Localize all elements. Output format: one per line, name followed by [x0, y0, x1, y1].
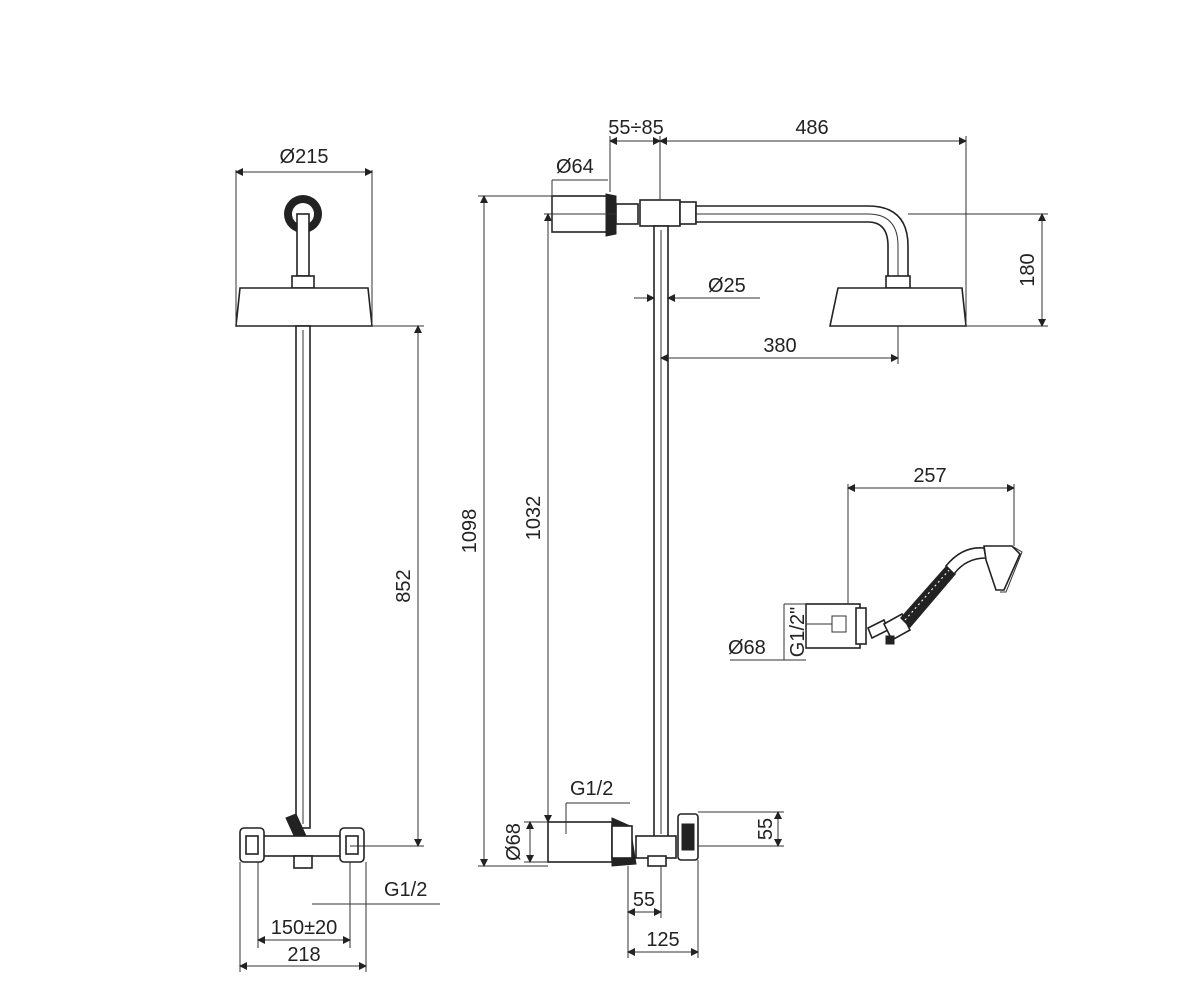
- dim-front-center-distance: 150±20: [271, 917, 338, 939]
- hand-shower-handle: [900, 566, 956, 628]
- dim-side-flange-diameter: Ø64: [556, 156, 594, 178]
- hand-wall-outlet: [805, 603, 861, 649]
- front-shower-head: [235, 287, 373, 327]
- dim-hand-flange-diameter: Ø68: [728, 637, 766, 659]
- hand-shower-head: [983, 545, 1021, 591]
- dim-side-mixer-depth: 55: [755, 818, 777, 840]
- dim-front-total-width: 218: [287, 944, 320, 966]
- dim-side-head-drop: 180: [1017, 253, 1039, 286]
- dim-front-rail-height: 852: [393, 569, 415, 602]
- side-view: 55÷85 486 Ø64 Ø25 180 380 1098 1032: [459, 117, 1048, 958]
- dim-side-inlet-thread: G1/2: [570, 778, 613, 800]
- dim-side-inlet-diameter: Ø68: [503, 823, 525, 861]
- dim-side-arm-length: 486: [795, 117, 828, 139]
- front-view: Ø215 852 G1/2 150±20 218: [235, 146, 440, 972]
- dim-side-pipe-diameter: Ø25: [708, 275, 746, 297]
- dim-side-bottom-125: 125: [646, 929, 679, 951]
- side-mixer-body: [547, 821, 613, 863]
- dim-side-head-reach: 380: [763, 335, 796, 357]
- side-shower-arm: [695, 205, 909, 281]
- front-mixer-body: [255, 835, 351, 857]
- dim-front-head-diameter: Ø215: [280, 146, 329, 168]
- dim-side-outlet-height: 1032: [523, 496, 545, 541]
- dim-hand-length: 257: [913, 465, 946, 487]
- dim-side-projection: 55÷85: [608, 117, 663, 139]
- hand-shower-view: 257 G1/2" Ø68: [728, 465, 1023, 661]
- dim-hand-thread: G1/2": [787, 607, 809, 657]
- side-connector: [639, 199, 681, 227]
- dim-side-bottom-55: 55: [633, 889, 655, 911]
- dim-side-total-height: 1098: [459, 509, 481, 554]
- front-arm: [296, 213, 310, 277]
- dim-front-inlet-thread: G1/2: [384, 879, 427, 901]
- side-shower-head: [829, 287, 967, 327]
